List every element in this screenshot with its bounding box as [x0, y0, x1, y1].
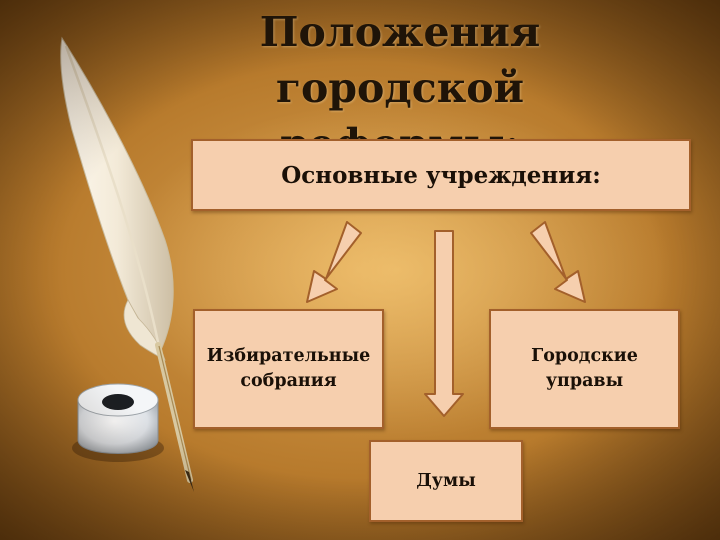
node-electoral-assemblies-line-2: собрания: [240, 371, 337, 391]
root-node-label: Основные учреждения:: [281, 161, 601, 189]
slide-title: Положения городской реформы:: [130, 4, 670, 172]
node-city-councils-line-1: Городские: [531, 346, 638, 366]
node-dumas: Думы: [369, 440, 523, 522]
node-electoral-assemblies-line-1: Избирательные: [206, 346, 371, 366]
node-city-councils-line-2: управы: [545, 371, 624, 391]
slide-title-line-1: Положения городской: [259, 8, 541, 112]
node-electoral-assemblies: Избирательные собрания: [193, 309, 384, 429]
root-node: Основные учреждения:: [191, 139, 691, 211]
node-city-councils: Городские управы: [489, 309, 680, 429]
node-dumas-label: Думы: [416, 471, 476, 491]
